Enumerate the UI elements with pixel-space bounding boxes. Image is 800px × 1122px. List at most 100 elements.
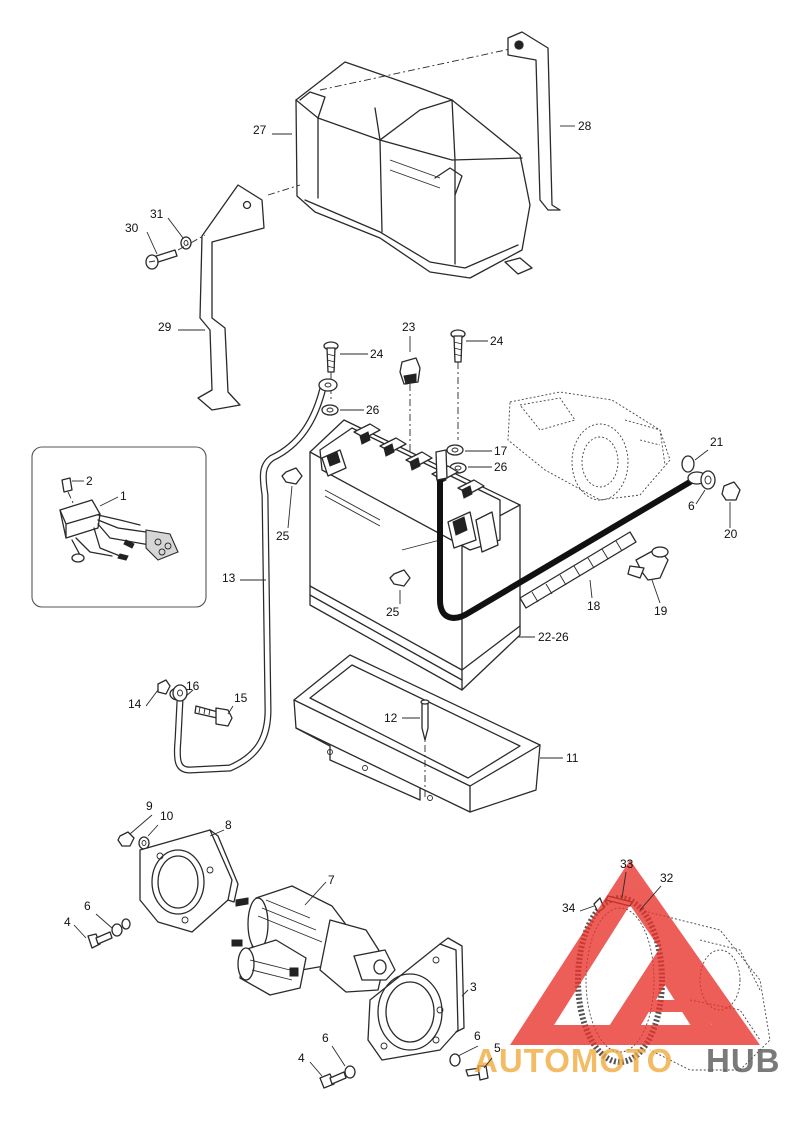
bolt-4-lower: [319, 1071, 347, 1089]
callout-leader-4a: [73, 924, 87, 939]
callout-label-7: 7: [328, 873, 335, 887]
screw-30: [145, 249, 178, 270]
screw-24-left: [323, 341, 339, 373]
washer-6-lower-right: [449, 1053, 461, 1067]
washer-16: [172, 684, 188, 702]
callout-label-29: 29: [158, 320, 172, 334]
callout-label-26a: 26: [366, 403, 380, 417]
callout-leader-25a: [287, 485, 293, 529]
callout-leader-4b: [309, 1061, 323, 1077]
washer-17: [446, 444, 464, 456]
callout-leader-19: [651, 579, 661, 604]
bracket-29: [197, 184, 301, 411]
callout-label-19: 19: [654, 604, 668, 618]
callout-label-32: 32: [660, 871, 674, 885]
nut-25-left: [281, 467, 303, 485]
callout-leader-34: [579, 905, 595, 912]
battery: [309, 419, 521, 691]
callout-label-27: 27: [253, 123, 267, 137]
callout-leader-8: [209, 829, 225, 837]
callout-label-12: 12: [384, 711, 398, 725]
callout-leader-3: [461, 989, 469, 997]
callout-leader-5: [483, 1057, 493, 1069]
battery-tray-11: [293, 654, 541, 813]
bolt-4-upper: [87, 931, 113, 949]
washer-31: [180, 236, 192, 250]
callout-label-31: 31: [150, 207, 164, 221]
callout-leader-14: [145, 689, 159, 707]
battery-cover: [295, 47, 533, 279]
bracket-28: [507, 31, 561, 211]
callout-label-8: 8: [225, 818, 232, 832]
vent-cap-23: [399, 357, 421, 462]
callout-leader-30: [146, 231, 158, 255]
callout-label-5: 5: [494, 1041, 501, 1055]
callout-label-34: 34: [562, 901, 576, 915]
callout-label-18: 18: [587, 599, 601, 613]
callout-label-4b: 4: [298, 1051, 305, 1065]
callout-label-20: 20: [724, 527, 738, 541]
callout-leader-9: [129, 814, 153, 835]
callout-leader-7: [304, 881, 327, 906]
callout-leader-33: [621, 871, 627, 899]
terminal-boot-19: [627, 546, 669, 581]
callout-label-22-26: 22-26: [538, 630, 569, 644]
callout-label-6c: 6: [322, 1031, 329, 1045]
starter-motor-7: [231, 885, 396, 996]
callout-label-23: 23: [402, 320, 416, 334]
sleeve-18: [519, 531, 637, 609]
callout-label-25b: 25: [386, 605, 400, 619]
washer-21: [681, 455, 695, 473]
callout-leader-1: [99, 496, 119, 507]
mounting-plate-8: [139, 829, 239, 933]
callout-label-26b: 26: [494, 460, 508, 474]
callout-label-1: 1: [120, 489, 127, 503]
callout-leader-6c: [331, 1045, 346, 1067]
callout-label-6b: 6: [84, 899, 91, 913]
relay-inset: [31, 446, 207, 608]
callout-label-10: 10: [160, 809, 174, 823]
watermark-text-primary: AUTOMOTO: [474, 1042, 673, 1079]
bolt-5: [465, 1065, 489, 1081]
nut-25-center: [389, 569, 411, 587]
callout-label-28: 28: [578, 119, 592, 133]
callout-label-3: 3: [470, 980, 477, 994]
callout-label-4a: 4: [64, 915, 71, 929]
washer-26-left: [321, 404, 339, 416]
callout-leader-31: [167, 217, 184, 239]
callout-label-11: 11: [566, 751, 579, 765]
callout-label-24b: 24: [490, 334, 504, 348]
callout-leader-32: [639, 885, 662, 911]
callout-label-25a: 25: [276, 529, 290, 543]
watermark-logo-triangle: [510, 860, 760, 1045]
callout-leader-18: [589, 579, 593, 599]
callout-label-17: 17: [494, 444, 508, 458]
pin-12: [420, 699, 430, 741]
nut-9: [117, 831, 135, 847]
bolt-15: [194, 705, 233, 727]
callout-label-33: 33: [620, 857, 634, 871]
callout-label-6a: 6: [688, 499, 695, 513]
callout-label-13: 13: [222, 571, 236, 585]
washer-6-upper: [111, 923, 123, 937]
screw-24-right: [450, 329, 466, 363]
callout-leader-21: [694, 449, 709, 461]
callout-label-15: 15: [234, 691, 248, 705]
starter-motor-top: [507, 391, 671, 501]
callout-label-21: 21: [710, 435, 724, 449]
washer-6-lower-left: [344, 1065, 356, 1079]
callout-label-9: 9: [146, 799, 153, 813]
washer-14: [157, 679, 171, 695]
callout-leader-6a: [695, 489, 706, 505]
callout-label-30: 30: [125, 221, 139, 235]
watermark-text-secondary: HUB: [706, 1042, 781, 1079]
nut-20: [721, 481, 741, 501]
callout-label-16: 16: [186, 679, 200, 693]
callout-label-6d: 6: [474, 1029, 481, 1043]
callout-leader-6d: [457, 1045, 479, 1057]
washer-6-top: [700, 470, 716, 490]
callout-label-24a: 24: [370, 347, 384, 361]
callout-leader-16: [185, 689, 194, 697]
